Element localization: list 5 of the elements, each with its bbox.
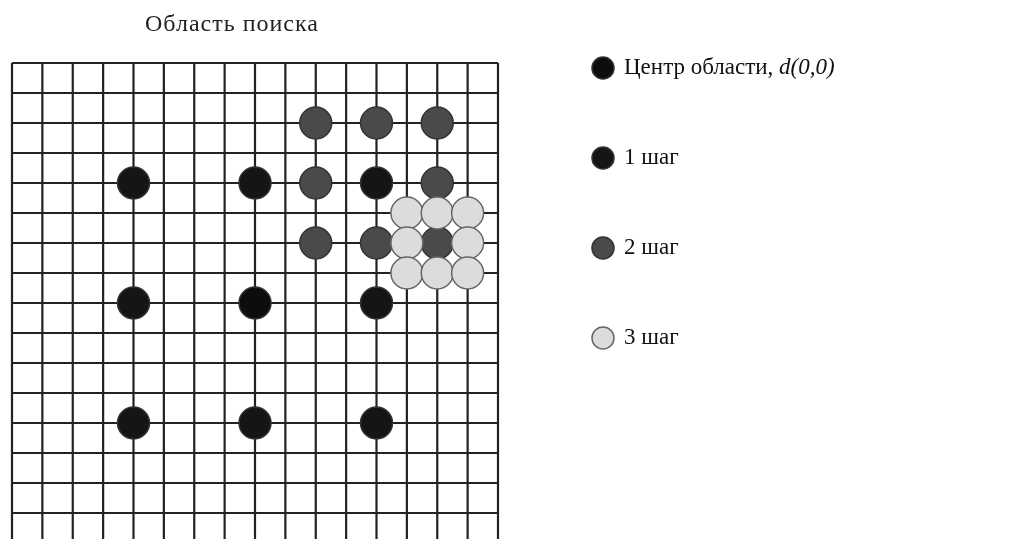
legend-label: 1 шаг [624,143,679,171]
legend-label: Центр области, d(0,0) [624,53,835,81]
legend-label: 3 шаг [624,323,679,351]
legend-label: 2 шаг [624,233,679,261]
diagram-title: Область поиска [145,10,319,37]
